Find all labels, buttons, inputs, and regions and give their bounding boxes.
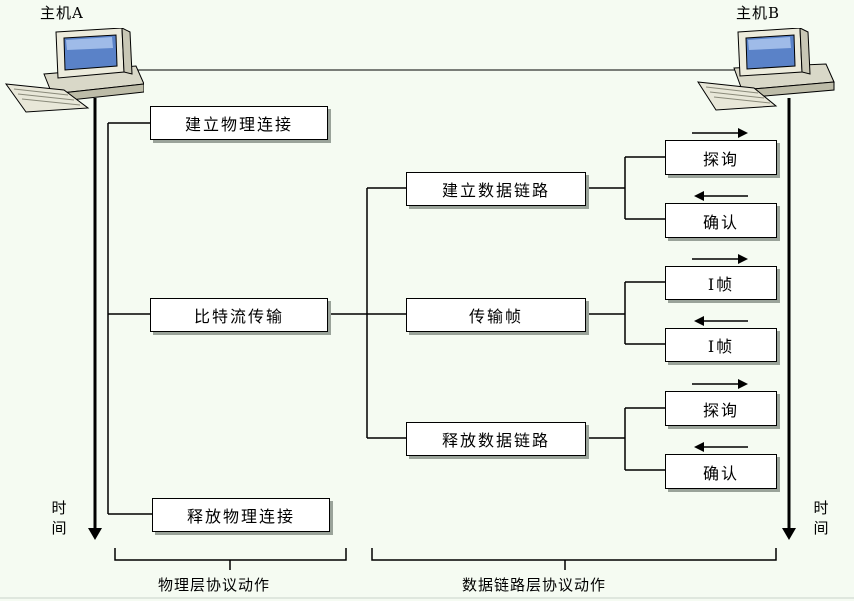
establish-physical-box: 建立物理连接	[150, 106, 328, 140]
time-label-a: 时间	[51, 499, 67, 537]
release-physical-box: 释放物理连接	[152, 498, 330, 532]
time-label-b: 时间	[813, 499, 829, 537]
release-datalink-box: 释放数据链路	[406, 422, 586, 456]
confirm-box: 确认	[665, 203, 777, 238]
confirm-box: 确认	[665, 454, 777, 489]
physical-brace-label: 物理层协议动作	[158, 576, 271, 594]
transfer-frame-box: 传输帧	[406, 298, 586, 332]
iframe-box: I帧	[665, 328, 777, 362]
datalink-brace-label: 数据链路层协议动作	[462, 576, 607, 594]
datalink-brace	[371, 548, 777, 570]
host-b-label: 主机B	[736, 4, 781, 22]
physical-brace	[114, 548, 347, 570]
bitstream-box: 比特流传输	[150, 298, 328, 332]
iframe-box: I帧	[665, 266, 777, 300]
establish-datalink-box: 建立数据链路	[406, 172, 586, 206]
computer-b-icon	[697, 28, 835, 111]
host-a-label: 主机A	[40, 4, 84, 22]
probe-box: 探询	[665, 391, 777, 426]
probe-box: 探询	[665, 140, 777, 175]
computer-a-icon	[4, 28, 144, 113]
